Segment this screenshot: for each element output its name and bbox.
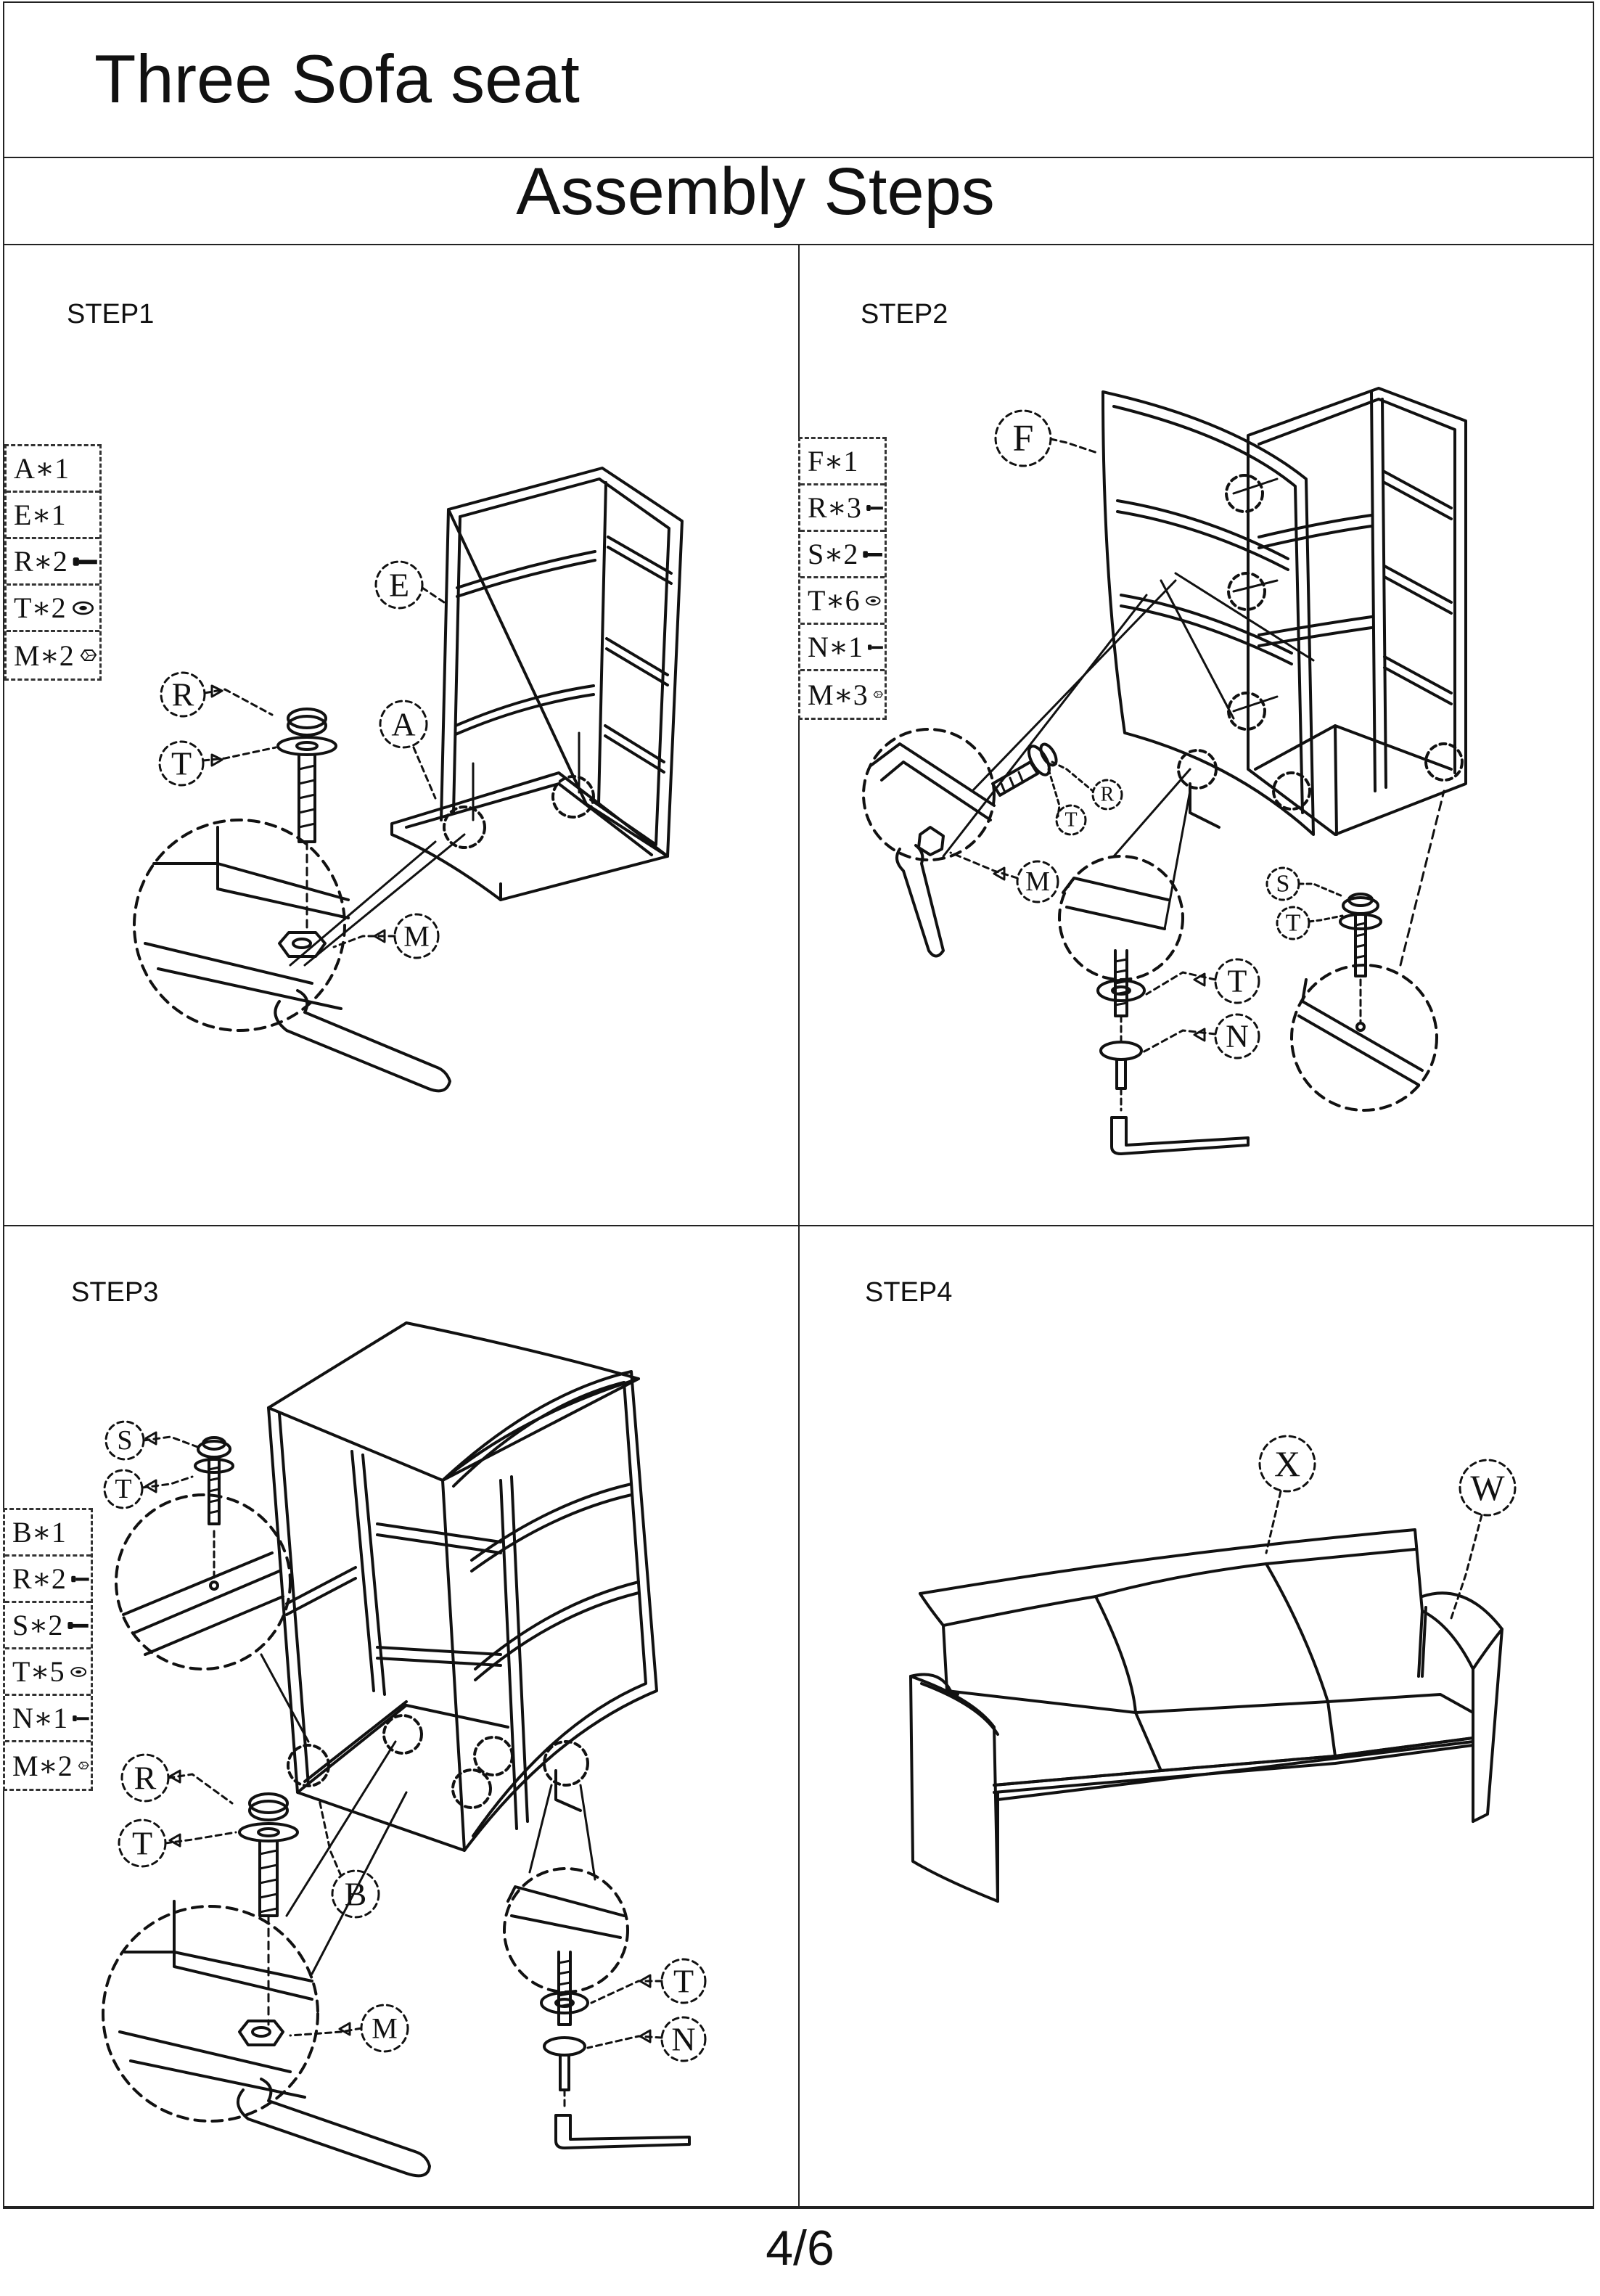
callout-label: M [1025,866,1050,897]
part-row: S∗2 [5,1603,91,1649]
part-row: M∗3 [800,671,885,718]
washer-icon [70,1666,86,1677]
part-row: E∗1 [7,493,99,539]
part-row: N∗1 [5,1696,91,1742]
step2-label: STEP2 [861,299,948,329]
bolt-icon [67,1621,89,1629]
page-number: 4/6 [766,2221,834,2276]
part-row: M∗2 [7,632,99,678]
callout-label: S [1276,871,1290,898]
callout-label: N [671,2021,695,2058]
part-row: T∗2 [7,586,99,632]
part-row: R∗3 [800,485,885,532]
step1-label: STEP1 [67,299,155,329]
callout-label: T [673,1963,694,2000]
washer-icon [72,601,94,615]
nut-icon [78,1761,89,1770]
callout-label: R [1101,784,1115,806]
step3-frame-illustration [267,1321,658,1852]
callout-label: M [403,920,430,953]
step3-label: STEP3 [71,1277,159,1308]
part-row: M∗2 [5,1742,91,1789]
nut-icon [80,649,97,661]
bolt-icon [868,644,883,650]
step1-detail-bubble [133,819,466,1032]
step3-parts-list: B∗1 R∗2 S∗2 T∗5 N∗1 M∗2 [3,1508,93,1791]
part-row: B∗1 [5,1510,91,1557]
nut-icon [873,691,883,698]
part-row: R∗2 [7,539,99,586]
callout-label: R [134,1760,157,1797]
bolt-icon [73,557,97,566]
callout-label: A [391,706,415,743]
page-title: Three Sofa seat [94,41,580,117]
bolt-icon [863,550,883,558]
part-row: F∗1 [800,439,885,485]
callout-label: E [389,567,409,604]
step1-bolt-stack [274,708,451,1093]
step2-parts-list: F∗1 R∗3 S∗2 T∗6 N∗1 M∗3 [798,437,887,720]
callout-label: W [1470,1467,1505,1508]
washer-icon [865,596,881,605]
callout-label: N [1226,1019,1249,1054]
callout-label: S [117,1425,132,1456]
part-row: S∗2 [800,532,885,578]
step2-callouts [949,409,1344,1059]
step3-callouts [103,1420,707,2062]
callout-label: T [1228,964,1247,999]
step4-sofa-illustration [909,1528,1503,1903]
step3-detail-bubble-right [503,1769,691,2149]
step1-callouts [158,560,446,959]
callout-label: T [115,1474,131,1504]
callout-label: T [1064,809,1077,832]
step2-detail-bubble-middle [1058,749,1250,1155]
part-row: A∗1 [7,446,99,493]
callout-label: T [132,1825,152,1862]
step2-detail-bubble-left [862,579,1177,958]
callout-label: T [171,745,192,782]
step3-detail-bubble-top [115,1436,310,1743]
step1-parts-list: A∗1 E∗1 R∗2 T∗2 M∗2 [4,444,102,681]
step2-frame-illustration [1101,387,1467,836]
footer-divider [3,2207,1594,2209]
step1-frame-illustration [390,467,684,901]
callout-label: R [172,676,194,713]
bolt-icon [73,1715,89,1721]
step2-detail-bubble-right [1290,790,1445,1112]
callout-label: T [1286,910,1301,937]
part-row: T∗5 [5,1649,91,1696]
step4-label: STEP4 [865,1277,953,1308]
bolt-icon [866,504,883,511]
callout-label: B [345,1876,367,1913]
bolt-icon [71,1575,89,1582]
part-row: N∗1 [800,625,885,671]
part-row: T∗6 [800,578,885,625]
row-divider [3,1225,1594,1226]
title-divider [3,157,1594,158]
callout-label: M [372,2012,398,2045]
section-heading: Assembly Steps [516,155,995,229]
step4-callouts [1258,1435,1517,1620]
callout-label: F [1013,418,1034,459]
step3-bolt-stack-left [102,1740,431,2178]
callout-label: X [1274,1443,1300,1484]
part-row: R∗2 [5,1557,91,1603]
